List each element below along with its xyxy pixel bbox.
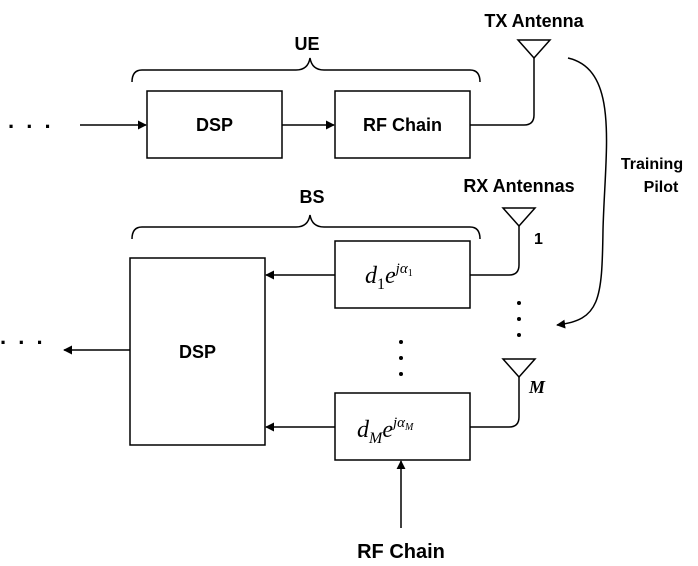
ue-rf-chain-block [334, 90, 471, 159]
phase-1-base: e [385, 263, 396, 289]
training-pilot-arrow [556, 57, 608, 329]
rx-antenna-m-label: M [528, 377, 546, 397]
phase-m-coef: d [357, 417, 370, 443]
phase-m-exp-j: j [391, 415, 397, 431]
bs-dsp-block [129, 257, 266, 446]
ue-label: UE [294, 34, 319, 54]
phase-m-exp-sub: M [404, 422, 414, 433]
phase-1-exp-sub: 1 [408, 268, 413, 279]
ue-dsp-label: DSP [196, 115, 233, 135]
ue-input-dots: . . . [8, 108, 54, 133]
ue-rf-chain-label: RF Chain [363, 115, 442, 135]
phase-shifter-m-expr: dMejαM [357, 415, 414, 447]
rx-antennas-label: RX Antennas [463, 176, 574, 196]
phase-shifter-1-expr: d1ejα1 [365, 261, 413, 293]
phase-1-exp-j: j [394, 261, 400, 277]
phase-1-coef: d [365, 263, 378, 289]
phase-m-exp-alpha: α [397, 415, 406, 431]
bs-label: BS [299, 187, 324, 207]
rx-antenna-1-icon [501, 207, 537, 228]
tx-antenna-label: TX Antenna [484, 11, 584, 31]
bs-rf-chain-label: RF Chain [357, 541, 445, 563]
phase-1-exp-alpha: α [400, 261, 409, 277]
rx-antenna-m-icon [501, 358, 537, 379]
bs-output-dots: . . . [0, 324, 46, 349]
training-pilot-label-line1: Training [621, 156, 683, 173]
bs-brace [131, 214, 481, 240]
rx-antenna-1-label: 1 [534, 231, 543, 248]
ue-rf-to-antenna-line [470, 58, 535, 126]
shifter-vertical-dots [399, 340, 403, 376]
tx-antenna-icon [516, 39, 552, 60]
rx-antenna-1-line [470, 226, 520, 276]
rx-antenna-m-line [470, 377, 520, 428]
phase-1-coef-sub: 1 [377, 276, 385, 293]
phase-m-coef-sub: M [368, 430, 384, 447]
training-pilot-label-line2: Pilot [644, 179, 679, 196]
phase-m-base: e [382, 417, 393, 443]
antenna-vertical-dots [517, 301, 521, 337]
ue-brace [131, 57, 481, 83]
bs-dsp-label: DSP [179, 342, 216, 362]
